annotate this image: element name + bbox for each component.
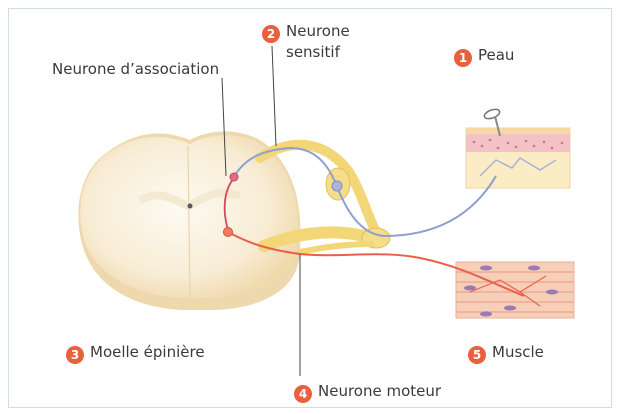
muscle-block [456,262,574,318]
motor-cell-body [224,228,233,237]
sensitif-line1: Neurone [286,22,350,40]
badge-4: 4 [294,385,312,403]
sensitif-leader-line [272,46,276,146]
sensitif-line2: sensitif [262,43,340,61]
label-muscle: 5 Muscle [468,343,544,364]
badge-5: 5 [468,346,486,364]
badge-1: 1 [454,49,472,67]
label-moelle-epiniere: 3 Moelle épinière [66,343,205,364]
label-neurone-moteur: 4 Neurone moteur [294,382,441,403]
skin-block [466,108,570,188]
peau-text: Peau [478,46,514,64]
moteur-text: Neurone moteur [318,382,441,400]
badge-3: 3 [66,346,84,364]
label-neurone-association: Neurone d’association [52,60,219,78]
muscle-text: Muscle [492,343,544,361]
label-neurone-sensitif: 2 Neurone sensitif [262,22,350,61]
central-canal [188,204,193,209]
association-text: Neurone d’association [52,60,219,78]
sensory-cell-body [332,181,342,191]
label-peau: 1 Peau [454,46,514,67]
moelle-text: Moelle épinière [90,343,205,361]
badge-2: 2 [262,25,280,43]
